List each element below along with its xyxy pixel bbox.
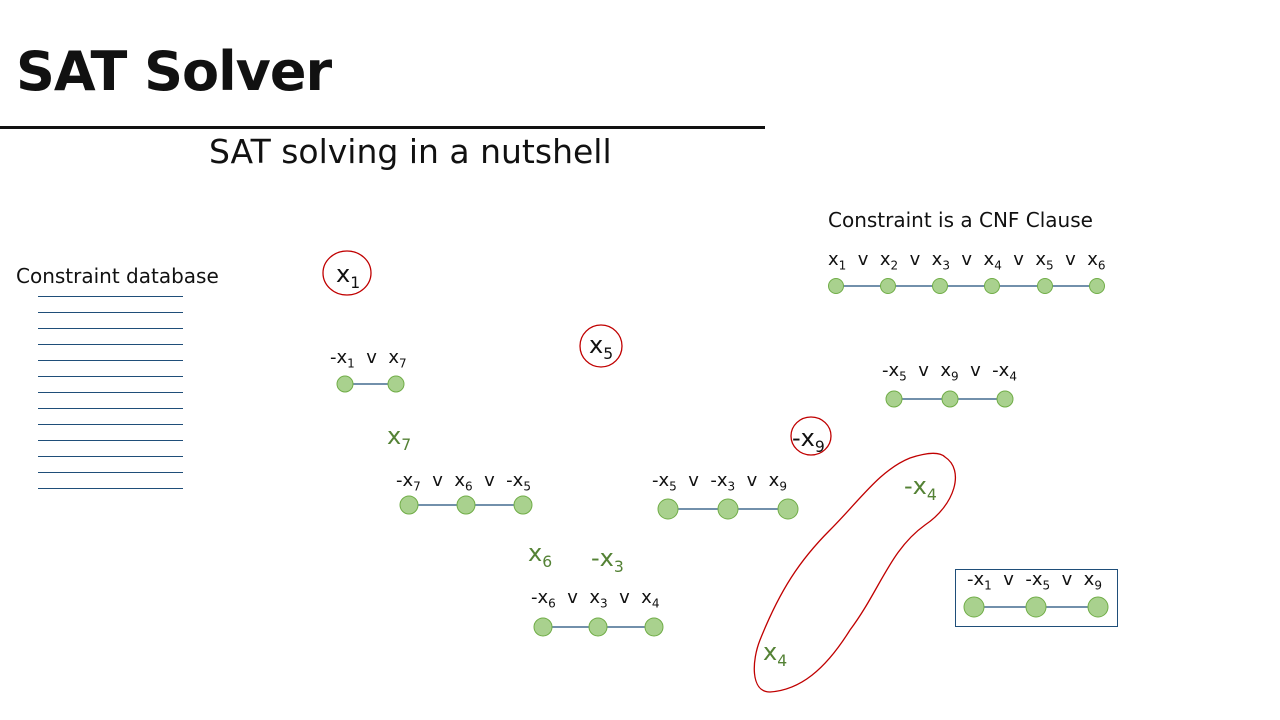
literal-node-c5-3: [644, 617, 664, 637]
slide-subtitle: SAT solving in a nutshell: [209, 132, 612, 171]
clause-text-cnf: x1 v x2 v x3 v x4 v x5 v x6: [828, 249, 1106, 273]
literal-node-c3-3: [513, 495, 533, 515]
decision-circle-x5: [579, 324, 623, 368]
implied-x6: x6: [528, 539, 553, 571]
constraint-database-row: [38, 488, 183, 489]
implied-x4: x4: [763, 638, 788, 670]
decision-circle-not-x9: [790, 416, 832, 456]
implied-x7: x7: [387, 422, 412, 454]
implied-not-x3: -x3: [591, 544, 624, 576]
literal-node-cnf-1: [828, 278, 844, 294]
constraint-database-row: [38, 360, 183, 361]
cnf-clause-label: Constraint is a CNF Clause: [828, 208, 1093, 232]
constraint-database-row: [38, 424, 183, 425]
literal-node-c4-2: [717, 498, 739, 520]
literal-node-c1-1: [336, 375, 354, 393]
literal-node-cnf-6: [1089, 278, 1105, 294]
constraint-database-row: [38, 344, 183, 345]
constraint-database-row: [38, 296, 183, 297]
literal-node-c2-1: [885, 390, 903, 408]
clause-text-c2: -x5 v x9 v -x4: [882, 360, 1017, 384]
implied-not-x4: -x4: [904, 472, 937, 504]
literal-node-cnf-4: [984, 278, 1000, 294]
decision-x5: x5: [589, 331, 614, 363]
decision-circle-x1: [322, 250, 372, 296]
decision-x1: x1: [336, 260, 361, 292]
constraint-database-row: [38, 456, 183, 457]
literal-node-c2-2: [941, 390, 959, 408]
clause-text-c5: -x6 v x3 v x4: [531, 587, 660, 611]
literal-node-cnf-3: [932, 278, 948, 294]
literal-node-c6-3: [1087, 596, 1109, 618]
constraint-database-row: [38, 440, 183, 441]
conflict-loop: [753, 452, 956, 693]
literal-node-cnf-5: [1037, 278, 1053, 294]
decision-not-x9: -x9: [792, 424, 825, 456]
literal-node-c5-2: [588, 617, 608, 637]
constraint-database-row: [38, 328, 183, 329]
constraint-database-row: [38, 408, 183, 409]
slide-title: SAT Solver: [16, 40, 332, 103]
clause-text-c1: -x1 v x7: [330, 347, 407, 371]
literal-node-c1-2: [387, 375, 405, 393]
clause-text-c4: -x5 v -x3 v x9: [652, 470, 787, 494]
literal-node-c5-1: [533, 617, 553, 637]
constraint-database-row: [38, 472, 183, 473]
literal-node-c4-3: [777, 498, 799, 520]
conflict-learned-clause-box: [955, 569, 1118, 627]
constraint-database-label: Constraint database: [16, 264, 219, 288]
constraint-database-row: [38, 312, 183, 313]
literal-node-c6-1: [963, 596, 985, 618]
constraint-database-row: [38, 392, 183, 393]
literal-node-cnf-2: [880, 278, 896, 294]
clause-text-c6: -x1 v -x5 v x9: [967, 569, 1102, 593]
title-divider: [0, 126, 765, 129]
constraint-database-row: [38, 376, 183, 377]
literal-node-c3-2: [456, 495, 476, 515]
literal-node-c4-1: [657, 498, 679, 520]
literal-node-c2-3: [996, 390, 1014, 408]
literal-node-c6-2: [1025, 596, 1047, 618]
clause-text-c3: -x7 v x6 v -x5: [396, 470, 531, 494]
literal-node-c3-1: [399, 495, 419, 515]
